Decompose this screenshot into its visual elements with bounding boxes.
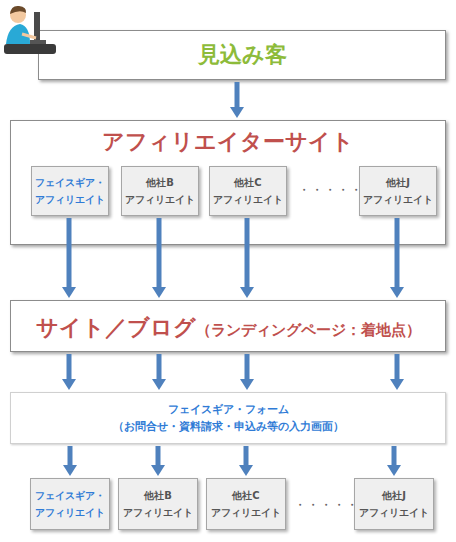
monitor-stand xyxy=(30,40,46,44)
affiliate-box: 他社C アフィリエイト xyxy=(209,166,287,216)
node-text: 見込み客 xyxy=(198,40,287,70)
person-illustration xyxy=(0,0,60,60)
flow-arrow xyxy=(390,354,404,390)
flow-arrow xyxy=(62,354,76,390)
flow-arrow xyxy=(239,446,253,476)
node-subtext: （ランディングページ：着地点） xyxy=(196,321,421,340)
flow-arrow xyxy=(387,446,401,476)
node-text: 他社C アフィリエイト xyxy=(212,174,284,208)
node-text: フェイスギア・ アフィリエイト xyxy=(34,174,106,208)
affiliate-box: 他社B アフィリエイト xyxy=(121,166,199,216)
node-text: サイト／ブログ xyxy=(36,313,196,343)
flow-arrow xyxy=(230,82,244,118)
flow-arrow xyxy=(152,354,166,390)
desk xyxy=(4,44,56,54)
group-box: アフィリエイターサイトフェイスギア・ アフィリエイト他社B アフィリエイト他社C… xyxy=(10,120,446,245)
node-text: アフィリエイターサイト xyxy=(11,127,445,157)
flow-arrow xyxy=(63,446,77,476)
node-text: 他社B アフィリエイト xyxy=(122,487,194,521)
node-text: 他社J アフィリエイト xyxy=(362,174,434,208)
landing-band: サイト／ブログ（ランディングページ：着地点） xyxy=(10,300,446,352)
affiliate-box: 他社J アフィリエイト xyxy=(354,478,434,530)
audience-box: 見込み客 xyxy=(38,30,446,80)
node-text: 他社J アフィリエイト xyxy=(358,487,430,521)
affiliate-box: 他社C アフィリエイト xyxy=(206,478,286,530)
affiliate-box: 他社B アフィリエイト xyxy=(118,478,198,530)
affiliate-box: フェイスギア・ アフィリエイト xyxy=(30,478,110,530)
flow-arrow xyxy=(240,354,254,390)
form-band: フェイスギア・フォーム（お問合せ・資料請求・申込み等の入力画面） xyxy=(10,392,446,444)
person-hair xyxy=(10,6,26,14)
flow-arrow xyxy=(151,446,165,476)
person-arm xyxy=(22,34,36,38)
ellipsis-label: ・・・・・ xyxy=(294,497,359,514)
node-text: 他社B アフィリエイト xyxy=(124,174,196,208)
affiliate-box: フェイスギア・ アフィリエイト xyxy=(31,166,109,216)
ellipsis-label: ・・・・・ xyxy=(298,182,363,199)
node-text: 他社C アフィリエイト xyxy=(210,487,282,521)
node-subtext: （お問合せ・資料請求・申込み等の入力画面） xyxy=(113,418,344,435)
node-text: フェイスギア・ アフィリエイト xyxy=(34,487,106,521)
affiliate-box: 他社J アフィリエイト xyxy=(359,166,437,216)
node-text: フェイスギア・フォーム xyxy=(168,401,289,418)
